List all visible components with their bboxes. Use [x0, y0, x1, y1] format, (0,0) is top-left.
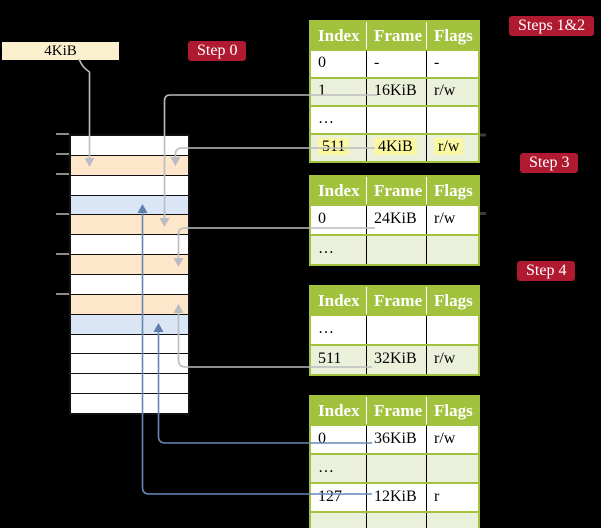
table-cell	[366, 316, 426, 344]
table-cell: r/w	[426, 426, 478, 453]
memory-frame-row	[71, 254, 188, 275]
table-cell: 4KiB	[366, 135, 426, 161]
table-row: …	[311, 453, 478, 482]
physical-memory-stack	[69, 134, 190, 415]
memory-tick	[56, 293, 69, 295]
column-header: Frame	[366, 397, 426, 424]
column-header: Flags	[426, 22, 478, 49]
badge-step-4: Step 4	[517, 261, 576, 281]
table-cell	[366, 513, 426, 528]
table-cell: 0	[318, 210, 326, 227]
table-cell	[426, 107, 478, 133]
table-cell: r	[426, 484, 478, 511]
table-cell	[426, 513, 478, 528]
table-row: …	[311, 234, 478, 264]
table-cell	[366, 455, 426, 482]
table-cell: 36KiB	[366, 426, 426, 453]
column-header: Index	[318, 26, 360, 45]
connector-stub	[480, 212, 486, 215]
table-cell: -	[426, 51, 478, 77]
memory-frame-row	[71, 214, 188, 235]
frame-size-label: 4KiB	[2, 42, 119, 60]
highlighted-value: r/w	[434, 138, 464, 155]
highlighted-value: 511	[318, 138, 350, 155]
memory-frame-row	[71, 136, 188, 155]
table-cell	[426, 455, 478, 482]
table-row: …	[311, 511, 478, 528]
connector-stub	[480, 133, 486, 137]
memory-frame-row	[71, 174, 188, 195]
memory-frame-row	[71, 194, 188, 215]
table-cell: …	[318, 459, 334, 476]
table-cell: r/w	[426, 135, 478, 161]
memory-tick	[56, 213, 69, 215]
badge-step-0: Step 0	[188, 41, 247, 61]
table-cell	[366, 107, 426, 133]
table-cell: 511	[311, 135, 366, 161]
table-cell	[426, 316, 478, 344]
memory-tick	[56, 253, 69, 255]
memory-tick	[56, 153, 69, 155]
badge-step-3: Step 3	[520, 153, 579, 173]
table-cell: …	[318, 110, 334, 127]
table-cell: 0	[318, 430, 326, 447]
highlighted-value: 4KiB	[374, 138, 417, 155]
memory-frame-row	[71, 333, 188, 354]
table-cell: …	[318, 517, 334, 528]
column-header: Frame	[366, 177, 426, 204]
table-row: …	[311, 314, 478, 344]
table-cell	[426, 236, 478, 264]
memory-frame-row	[71, 274, 188, 294]
table-row: …	[311, 105, 478, 133]
column-header: Index	[318, 291, 360, 310]
table-cell: …	[318, 320, 334, 337]
memory-tick	[56, 133, 69, 135]
table-row: 0 --	[311, 49, 478, 77]
memory-frame-row	[71, 353, 188, 374]
table-cell: r/w	[426, 346, 478, 374]
memory-frame-row	[71, 234, 188, 255]
table-cell: 0	[318, 54, 326, 71]
memory-frame-row	[71, 154, 188, 175]
memory-frame-row	[71, 293, 188, 314]
column-header: Flags	[426, 287, 478, 314]
table-cell: r/w	[426, 79, 478, 105]
table-cell: 12KiB	[366, 484, 426, 511]
badge-steps-1-2: Steps 1&2	[509, 16, 595, 36]
table-row: 511 4KiB r/w	[311, 133, 478, 161]
table-cell: -	[366, 51, 426, 77]
column-header: Flags	[426, 397, 478, 424]
table-cell: 511	[318, 350, 342, 367]
table-cell: 32KiB	[366, 346, 426, 374]
column-header: Index	[318, 181, 360, 200]
table-cell: …	[318, 240, 334, 257]
table-cell: 127	[318, 488, 342, 505]
column-header: Index	[318, 401, 360, 420]
table-cell: 16KiB	[366, 79, 426, 105]
column-header: Frame	[366, 22, 426, 49]
memory-frame-row	[71, 313, 188, 334]
column-header: Flags	[426, 177, 478, 204]
column-header: Frame	[366, 287, 426, 314]
memory-frame-row	[71, 373, 188, 394]
table-cell: r/w	[426, 206, 478, 234]
table-cell	[366, 236, 426, 264]
table-cell: 24KiB	[366, 206, 426, 234]
memory-frame-row	[71, 393, 188, 414]
table-cell: 1	[318, 82, 326, 99]
memory-tick	[56, 173, 69, 175]
